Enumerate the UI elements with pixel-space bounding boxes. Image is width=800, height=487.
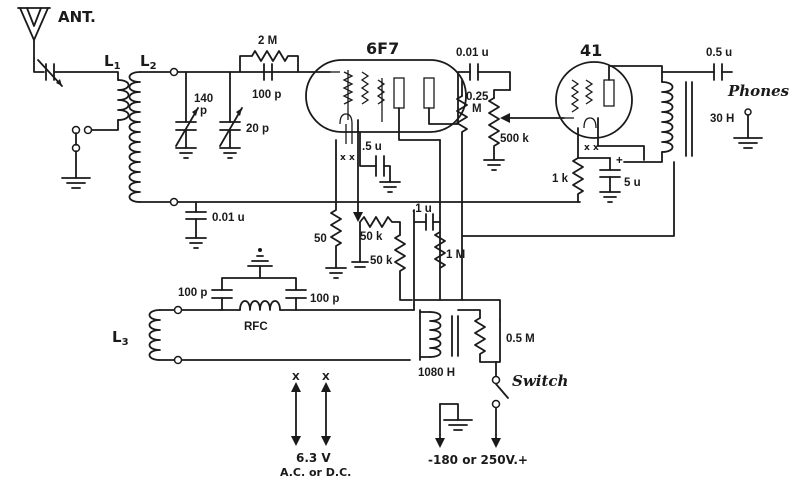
coil-l3 (148, 309, 177, 361)
filament-voltage-label: 6.3 V (296, 451, 331, 465)
c-001u-coupling-label: 0.01 u (456, 47, 489, 59)
b-plus-label: -180 or 250V.+ (428, 453, 528, 467)
tube-41-label: 41 (580, 41, 602, 60)
phones-label: Phones (727, 82, 790, 100)
cathode-resistor-1k (572, 127, 611, 203)
r-50k-b-label: 50 k (370, 255, 393, 267)
choke-30h-label: 30 H (710, 113, 734, 125)
rfc-label: RFC (244, 321, 268, 333)
coil-l2 (128, 71, 171, 203)
rfc-bypass-capacitors (211, 248, 307, 311)
resistor-05m (474, 317, 497, 363)
l3-label: L3 (112, 328, 129, 348)
capacitor-01u (413, 139, 441, 306)
tube-6f7-label: 6F7 (366, 39, 399, 58)
b-minus-ground (435, 403, 501, 448)
r-1k-label: 1 k (552, 173, 569, 185)
r-05m-label: 0.5 M (506, 333, 535, 345)
l2-label: L2 (140, 52, 157, 72)
trimmer-capacitor-20p (219, 71, 243, 159)
grid-leak-resistor-2m (239, 50, 299, 73)
c-5u-plus: + (616, 155, 623, 167)
c-01u-label: .1 u (412, 203, 432, 215)
r-1m-label: 1 M (446, 249, 465, 261)
c-05u-phones-label: 0.5 u (706, 47, 732, 59)
filament-supply-arrows (291, 382, 331, 446)
modulation-choke-1080h (419, 311, 459, 358)
phones-capacitor-05u (713, 63, 733, 81)
heater-x-left: X (292, 372, 300, 383)
rfc-choke (219, 300, 415, 311)
c-100p-rfc-left-label: 100 p (178, 287, 207, 299)
tube-41 (555, 61, 633, 139)
r-50-label: 50 (314, 233, 327, 245)
c-001u-l2-label: 0.01 u (212, 212, 245, 224)
r-50k-a-label: 50 k (360, 231, 383, 243)
switch-label: Switch (512, 372, 568, 390)
heater-mark-41: x x (584, 143, 599, 153)
antenna-symbol (17, 7, 51, 59)
potentiometer-50k (351, 119, 401, 268)
cathode-resistor-50 (325, 139, 347, 279)
output-choke-30h (661, 81, 693, 157)
choke-1080h-label: 1080 H (418, 367, 455, 379)
c-5u-label: 5 u (624, 177, 641, 189)
coupling-capacitor-001u (469, 63, 511, 91)
c-05u-label: .5 u (362, 141, 382, 153)
pot-500k-label: 500 k (500, 133, 529, 145)
antenna-label: ANT. (58, 8, 96, 26)
r-025m-value: 0.25 (466, 91, 489, 103)
power-switch (491, 361, 509, 441)
plate-resistor-025m (456, 79, 468, 236)
c-140p-unit: p (200, 105, 207, 117)
filament-type-label: A.C. or D.C. (280, 466, 351, 479)
grid-capacitor-100p (263, 63, 273, 81)
tuning-capacitor-140p (175, 71, 199, 159)
tube-6f7 (305, 59, 467, 144)
phones-ground (733, 108, 763, 149)
l1-tap-ground (61, 125, 93, 189)
c-100p-rfc-right-label: 100 p (310, 293, 339, 305)
resistor-1m (434, 231, 446, 269)
c-140p-value: 140 (194, 93, 213, 105)
bypass-capacitor-001u (185, 201, 207, 249)
c-20p-label: 20 p (246, 123, 269, 135)
coil-l1 (71, 71, 130, 131)
volume-potentiometer-500k (483, 89, 565, 171)
r-025m-unit: M (472, 103, 482, 115)
r-2m-label: 2 M (258, 35, 277, 47)
cathode-bypass-5u (599, 157, 621, 203)
c-100p-grid-label: 100 p (252, 89, 281, 101)
resistor-50k-b (394, 234, 413, 301)
heater-x-right: X (322, 372, 330, 383)
heater-mark-6f7: x x (340, 153, 355, 163)
l1-label: L1 (104, 52, 121, 72)
antenna-trimmer-capacitor (33, 57, 73, 87)
cathode-bypass-05u (359, 131, 401, 193)
